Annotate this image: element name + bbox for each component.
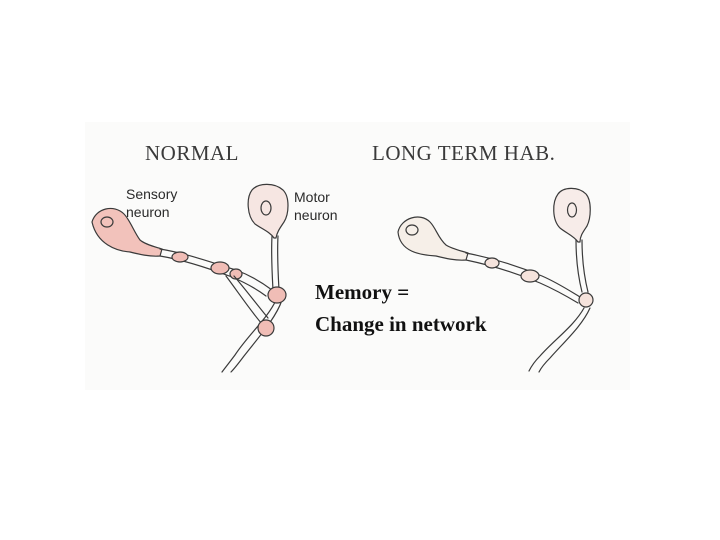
hab-motor-tail-2	[538, 307, 591, 373]
normal-panel: Sensory neuron Motor neuron	[91, 183, 338, 373]
hab-sensory-axon-top	[465, 252, 581, 298]
normal-synapse-lower	[257, 319, 275, 337]
long-term-hab-panel-title: LONG TERM HAB.	[372, 141, 555, 165]
normal-motor-cell-body	[247, 183, 289, 239]
motor-neuron-label-line2: neuron	[294, 207, 338, 223]
hab-motor-tail-1	[528, 307, 585, 372]
memory-caption-line2: Change in network	[315, 312, 487, 336]
hab-axon-bead-2	[520, 269, 540, 283]
sensory-neuron-label-line2: neuron	[126, 204, 170, 220]
hab-synapse	[578, 292, 594, 308]
normal-motor-tail-1	[221, 299, 277, 373]
hab-sensory-cell-body	[397, 216, 469, 261]
normal-sensory-neuron	[91, 207, 287, 337]
normal-axon-bead-1	[171, 251, 189, 263]
hab-motor-cell-body	[553, 187, 591, 243]
hab-sensory-nucleus	[405, 224, 419, 236]
normal-motor-neuron	[221, 183, 289, 373]
memory-caption-line1: Memory =	[315, 280, 409, 304]
normal-synapse-upper	[267, 286, 287, 304]
normal-motor-axon-left	[270, 235, 274, 291]
hab-axon-bead-1	[484, 257, 500, 269]
long-term-hab-panel	[397, 187, 594, 373]
normal-branch-inner	[233, 275, 269, 319]
hab-motor-axon-right	[581, 239, 589, 293]
normal-sensory-nucleus	[100, 216, 114, 228]
motor-neuron-label-line1: Motor	[294, 189, 330, 205]
hab-motor-neuron	[528, 187, 591, 373]
normal-motor-axon-right	[276, 235, 280, 291]
hab-motor-axon-left	[575, 239, 583, 293]
normal-motor-nucleus	[260, 200, 272, 216]
normal-axon-bead-2	[210, 261, 230, 275]
normal-sensory-cell-body	[91, 207, 163, 257]
hab-motor-nucleus	[566, 202, 578, 218]
normal-branch-outer	[225, 275, 263, 325]
hab-sensory-neuron	[397, 216, 594, 308]
normal-motor-tail-2	[230, 299, 283, 373]
normal-panel-title: NORMAL	[145, 141, 239, 165]
sensory-neuron-label-line1: Sensory	[126, 186, 177, 202]
